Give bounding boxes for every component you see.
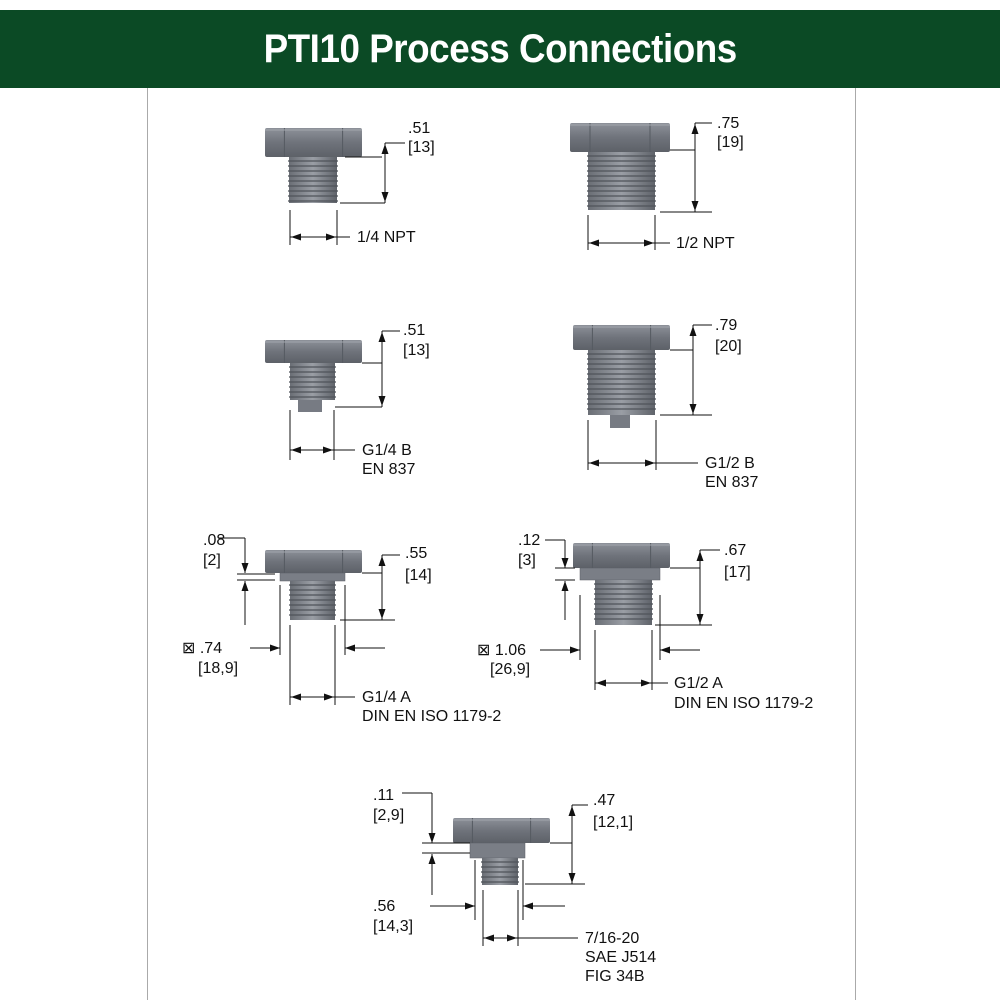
hex-nut [570, 123, 670, 152]
standard-label: DIN EN ISO 1179-2 [674, 695, 814, 712]
collar-mm: [2,9] [373, 807, 405, 824]
diameter-in: ⊠ 1.06 [477, 642, 526, 659]
standard-label: EN 837 [362, 461, 416, 478]
arrow-head [323, 446, 333, 454]
standard-label: DIN EN ISO 1179-2 [362, 708, 502, 725]
figure-label: FIG 34B [585, 968, 645, 985]
thread [289, 157, 337, 203]
arrow-head [241, 563, 249, 573]
length-mm: [20] [715, 338, 742, 355]
arrow-head [345, 644, 355, 652]
diameter-in: ⊠ .74 [182, 640, 223, 657]
diameter-in: .56 [373, 898, 396, 915]
thread-label: G1/2 B [705, 455, 755, 472]
collar [469, 842, 526, 859]
thread [588, 350, 655, 415]
standard-label: SAE J514 [585, 949, 657, 966]
thread-label: G1/4 A [362, 689, 411, 706]
content-frame [147, 88, 856, 1000]
arrow-head [381, 144, 389, 154]
diameter-mm: [14,3] [373, 918, 414, 935]
header-bar: PTI10 Process Connections [0, 10, 1000, 88]
length-mm: [17] [724, 564, 751, 581]
length-in: .67 [724, 542, 747, 559]
arrow-head [691, 201, 699, 211]
hex-nut [453, 818, 550, 843]
hex-nut [265, 128, 362, 157]
length-mm: [14] [405, 567, 432, 584]
arrow-head [378, 332, 386, 342]
arrow-head [660, 646, 670, 654]
length-mm: [13] [408, 139, 435, 156]
length-in: .79 [715, 317, 738, 334]
hex-nut [265, 340, 362, 363]
arrow-head [589, 459, 599, 467]
arrow-head [561, 558, 569, 568]
thread-label: G1/2 A [674, 675, 723, 692]
arrow-head [326, 233, 336, 241]
collar [279, 572, 346, 582]
arrow-head [689, 326, 697, 336]
arrow-head [507, 934, 517, 942]
collar [579, 567, 661, 581]
diameter-mm: [18,9] [198, 660, 239, 677]
collar-in: .11 [373, 787, 395, 804]
length-mm: [19] [717, 134, 744, 151]
length-mm: [13] [403, 342, 430, 359]
collar-in: .12 [518, 532, 541, 549]
length-in: .55 [405, 545, 428, 562]
thread-label: 1/2 NPT [676, 235, 735, 252]
arrow-head [378, 556, 386, 566]
page-title: PTI10 Process Connections [263, 26, 737, 71]
arrow-head [523, 902, 533, 910]
arrow-head [291, 693, 301, 701]
arrow-head [428, 854, 436, 864]
collar-mm: [3] [518, 552, 536, 569]
arrow-head [381, 192, 389, 202]
thread-label: 1/4 NPT [357, 229, 416, 246]
hex-nut [573, 325, 670, 350]
arrow-head [241, 581, 249, 591]
arrow-head [484, 934, 494, 942]
arrow-head [428, 833, 436, 843]
length-in: .51 [408, 120, 431, 137]
arrow-head [641, 679, 651, 687]
arrow-head [378, 396, 386, 406]
pin [610, 415, 630, 428]
arrow-head [465, 902, 475, 910]
arrow-head [645, 459, 655, 467]
arrow-head [291, 446, 301, 454]
arrow-head [696, 614, 704, 624]
collar-in: .08 [203, 532, 226, 549]
arrow-head [689, 404, 697, 414]
arrow-head [570, 646, 580, 654]
arrow-head [561, 581, 569, 591]
collar-mm: [2] [203, 552, 221, 569]
arrow-head [596, 679, 606, 687]
arrow-head [696, 551, 704, 561]
hex-nut [573, 543, 670, 568]
thread-label: G1/4 B [362, 442, 412, 459]
arrow-head [589, 239, 599, 247]
arrow-head [644, 239, 654, 247]
length-mm: [12,1] [593, 814, 634, 831]
length-in: .75 [717, 115, 740, 132]
standard-label: EN 837 [705, 474, 759, 491]
pin [298, 400, 322, 412]
arrow-head [378, 609, 386, 619]
diameter-mm: [26,9] [490, 661, 531, 678]
arrow-head [270, 644, 280, 652]
arrow-head [324, 693, 334, 701]
arrow-head [691, 124, 699, 134]
length-in: .47 [593, 792, 616, 809]
thread-label: 7/16-20 [585, 930, 640, 947]
hex-nut [265, 550, 362, 573]
arrow-head [568, 873, 576, 883]
arrow-head [568, 806, 576, 816]
thread [595, 580, 652, 625]
arrow-head [291, 233, 301, 241]
length-in: .51 [403, 322, 426, 339]
